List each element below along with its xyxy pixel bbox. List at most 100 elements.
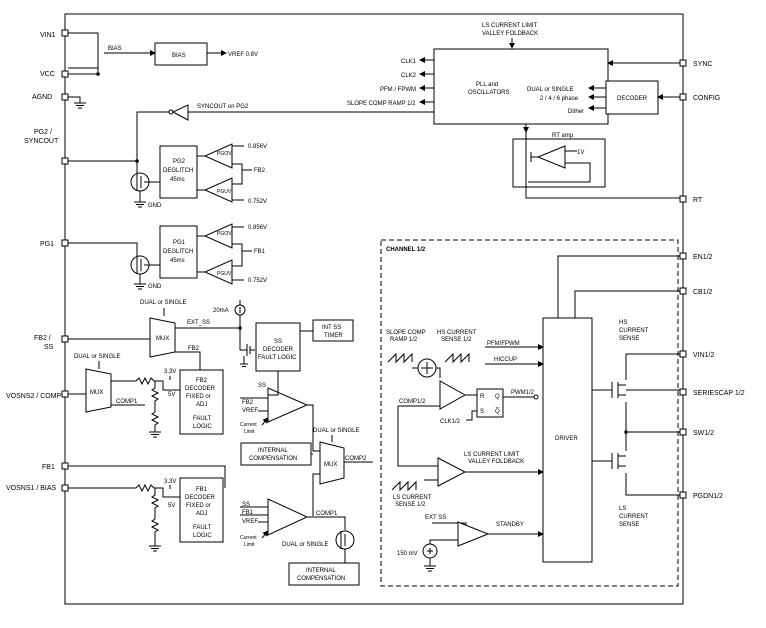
pg2-line2: DEGLITCH <box>163 168 193 174</box>
pg1-line2: DEGLITCH <box>163 249 193 255</box>
fb1-dec-1: FB1 <box>196 487 208 493</box>
pll-top-label-1: LS CURRENT LIMIT <box>482 23 538 29</box>
int-comp-mid-2: COMPENSATION <box>249 456 297 462</box>
pin-en-label: EN1/2 <box>693 254 713 261</box>
channel-ls-right-2: CURRENT <box>619 514 649 520</box>
pin-en[interactable] <box>679 252 687 260</box>
ic-boundary <box>64 13 684 605</box>
pg2-section: GND PG2 DEGLITCH 45ms PGOV PGUV 0.856V F… <box>68 143 267 209</box>
pin-vosns2[interactable] <box>61 390 69 398</box>
pin-vosns1[interactable] <box>61 484 69 492</box>
pg2-line3: 45ms <box>170 177 185 183</box>
channel-pfm: PFM/FPWM <box>487 341 520 347</box>
pin-pg1[interactable] <box>61 239 69 247</box>
pg1-line3: 45ms <box>170 258 185 264</box>
standby-comparator <box>457 521 490 547</box>
pin-vin-label: VIN1/2 <box>693 352 715 359</box>
fb2-ss: SS <box>258 383 266 389</box>
pin-rt[interactable] <box>679 195 687 203</box>
pin-vcc[interactable] <box>61 70 69 78</box>
channel-comp: COMP1/2 <box>399 399 426 405</box>
ea2-section: FB2 VREF Current Limit INTERNAL COMPENSA… <box>240 387 325 466</box>
pin-pg2-label-1: PG2 / <box>34 129 52 136</box>
pg1-pguv: PGUV <box>217 271 232 277</box>
rt-amp-ref: 1V <box>577 150 584 156</box>
int-comp-bottom <box>288 562 360 586</box>
driver-label: DRIVER <box>555 436 578 442</box>
pin-pg2-label-2: SYNCOUT <box>24 138 59 145</box>
fb1-dec-6: LOGIC <box>193 533 212 539</box>
channel-standby: STANDBY <box>496 522 524 528</box>
fb1-dec-5: FAULT <box>193 525 212 531</box>
pg1-deglitch <box>159 225 198 279</box>
pin-sync[interactable] <box>679 59 687 67</box>
pin-seriescap[interactable] <box>679 388 687 396</box>
channel-ls-right-3: SENSE <box>619 522 639 528</box>
pg2-pguv: PGUV <box>217 189 232 195</box>
pin-pg2[interactable] <box>61 157 69 165</box>
decoder-label: DECODER <box>617 96 648 102</box>
latch-q: Q <box>495 394 500 400</box>
pin-fb1[interactable] <box>61 462 69 470</box>
ea1-comp1: COMP1 <box>316 511 338 517</box>
mux-top-20ma: 20mA <box>213 308 229 314</box>
pin-fb2-label-2: SS <box>44 344 54 351</box>
channel-slope-2: RAMP 1/2 <box>390 337 418 343</box>
mux-comp-dual: DUAL or SINGLE <box>313 428 359 434</box>
ea1-current-1: Current <box>240 535 257 541</box>
fb2-v33: 3.3V <box>164 369 176 375</box>
pin-vin1-label: VIN1 <box>40 32 56 39</box>
pin-cb[interactable] <box>679 287 687 295</box>
pin-config[interactable] <box>679 93 687 101</box>
channel-150mv: 150 mV <box>397 551 418 557</box>
fb1-decoder-section: 3.3V 5V FB1 DECODER FIXED or ADJ FAULT L… <box>68 465 226 552</box>
pin-vin1[interactable] <box>61 29 69 37</box>
mux-top-dual: DUAL or SINGLE <box>140 300 186 306</box>
fb2-dec-6: LOGIC <box>193 424 212 430</box>
pin-vosns2-label: VOSNS2 / COMP <box>6 393 62 400</box>
fb1-dec-4: ADJ <box>196 511 207 517</box>
pg1-section: GND PG1 DEGLITCH 45ms PGOV PGUV 0.856V F… <box>68 223 267 290</box>
mux-comp-label: MUX <box>324 462 337 468</box>
bias-block-label: BIAS <box>172 53 186 59</box>
int-ss-2: TIMER <box>324 333 343 339</box>
pg1-pgov: PGOV <box>217 231 232 237</box>
ea2-amp <box>267 387 309 423</box>
channel-pwm: PWM1/2 <box>511 390 535 396</box>
mux-left-section: DUAL or SINGLE MUX COMP1 <box>68 354 145 413</box>
pin-vin[interactable] <box>679 350 687 358</box>
fb2-decoder-section: 3.3V 5V FB2 DECODER FIXED or ADJ FAULT L… <box>135 369 266 438</box>
ss-decoder-3: FAULT LOGIC <box>258 355 297 361</box>
pg1-vlo: 0.752V <box>248 278 267 284</box>
channel-hs-right-3: SENSE <box>619 336 639 342</box>
fb1-dec-2: DECODER <box>185 495 216 501</box>
driver-block <box>542 317 593 563</box>
rt-amp-label: RT amp <box>552 133 574 139</box>
pin-sync-label: SYNC <box>693 61 712 68</box>
channel-ls-limit-2: VALLEY FOLDBACK <box>468 459 524 465</box>
pg1-fb: FB1 <box>254 249 266 255</box>
pin-pgdn[interactable] <box>679 491 687 499</box>
pin-sw[interactable] <box>679 428 687 436</box>
pin-agnd[interactable] <box>61 93 69 101</box>
ss-decoder <box>255 322 301 372</box>
mux-comp <box>319 441 345 485</box>
syncout-section: SYNCOUT on PG2 <box>136 104 434 178</box>
int-comp-mid-1: INTERNAL <box>258 448 288 454</box>
ea1-fb1: FB1 <box>242 510 254 516</box>
pin-sw-label: SW1/2 <box>693 430 714 437</box>
channel-hiccup: HICCUP <box>494 357 517 363</box>
mux-comp-section: DUAL or SINGLE MUX COMP2 <box>312 428 373 516</box>
pll-block <box>433 48 609 125</box>
fb2-dec-2: DECODER <box>185 386 216 392</box>
channel-clk: CLK1/2 <box>440 419 461 425</box>
channel-ls-cs-1: LS CURRENT <box>393 495 432 501</box>
pll-dual-label: DUAL or SINGLE <box>527 87 573 93</box>
sr-latch <box>476 388 504 418</box>
channel-hs-cs-1: HS CURRENT <box>437 330 477 336</box>
mux-top-ext-ss: EXT_SS <box>187 320 210 326</box>
pin-fb2[interactable] <box>61 335 69 343</box>
channel-ext-ss: EXT SS <box>425 515 446 521</box>
pin-rt-label: RT <box>693 197 703 204</box>
ls-limit-comparator <box>437 457 467 487</box>
